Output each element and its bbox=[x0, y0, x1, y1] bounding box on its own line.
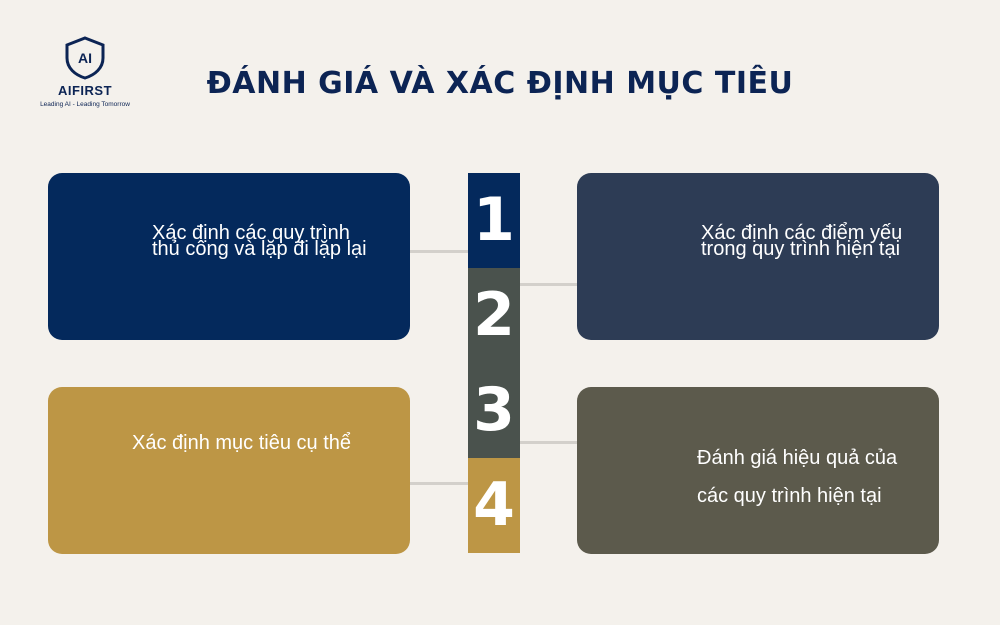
step-1-line-2: thủ công và lặp đi lặp lại bbox=[152, 237, 367, 260]
step-2-line-1: Xác định các điểm yếu bbox=[701, 221, 903, 244]
svg-text:AI: AI bbox=[78, 50, 92, 66]
shield-logo-icon: AI bbox=[65, 36, 105, 80]
step-4-line-2: các quy trình hiện tại bbox=[697, 484, 882, 507]
connector-line-1 bbox=[410, 250, 468, 253]
step-4-line-1: Đánh giá hiệu quả của bbox=[697, 446, 898, 469]
brand-tagline: Leading AI - Leading Tomorrow bbox=[40, 101, 130, 108]
brand-name: AIFIRST bbox=[57, 83, 113, 98]
page-title: ĐÁNH GIÁ VÀ XÁC ĐỊNH MỤC TIÊU bbox=[206, 66, 794, 101]
step-card-2: Xác định các điểm yếu trong quy trình hi… bbox=[577, 173, 939, 340]
step-number-2: 2 bbox=[468, 268, 520, 363]
step-card-4: Đánh giá hiệu quả của các quy trình hiện… bbox=[577, 387, 939, 554]
step-number-3: 3 bbox=[468, 363, 520, 458]
connector-line-3 bbox=[410, 482, 468, 485]
step-number-1: 1 bbox=[468, 173, 520, 268]
brand-logo: AI AIFIRST Leading AI - Leading Tomorrow bbox=[30, 36, 140, 108]
connector-line-4 bbox=[520, 441, 577, 444]
connector-line-2 bbox=[520, 283, 577, 286]
step-3-line-1: Xác định mục tiêu cụ thể bbox=[132, 431, 352, 454]
step-1-line-1: Xác định các quy trình bbox=[152, 221, 350, 244]
step-number-4: 4 bbox=[468, 458, 520, 553]
step-card-1: Xác định các quy trình thủ công và lặp đ… bbox=[48, 173, 410, 340]
step-2-line-2: trong quy trình hiện tại bbox=[701, 237, 901, 260]
step-card-3: Xác định mục tiêu cụ thể bbox=[48, 387, 410, 554]
